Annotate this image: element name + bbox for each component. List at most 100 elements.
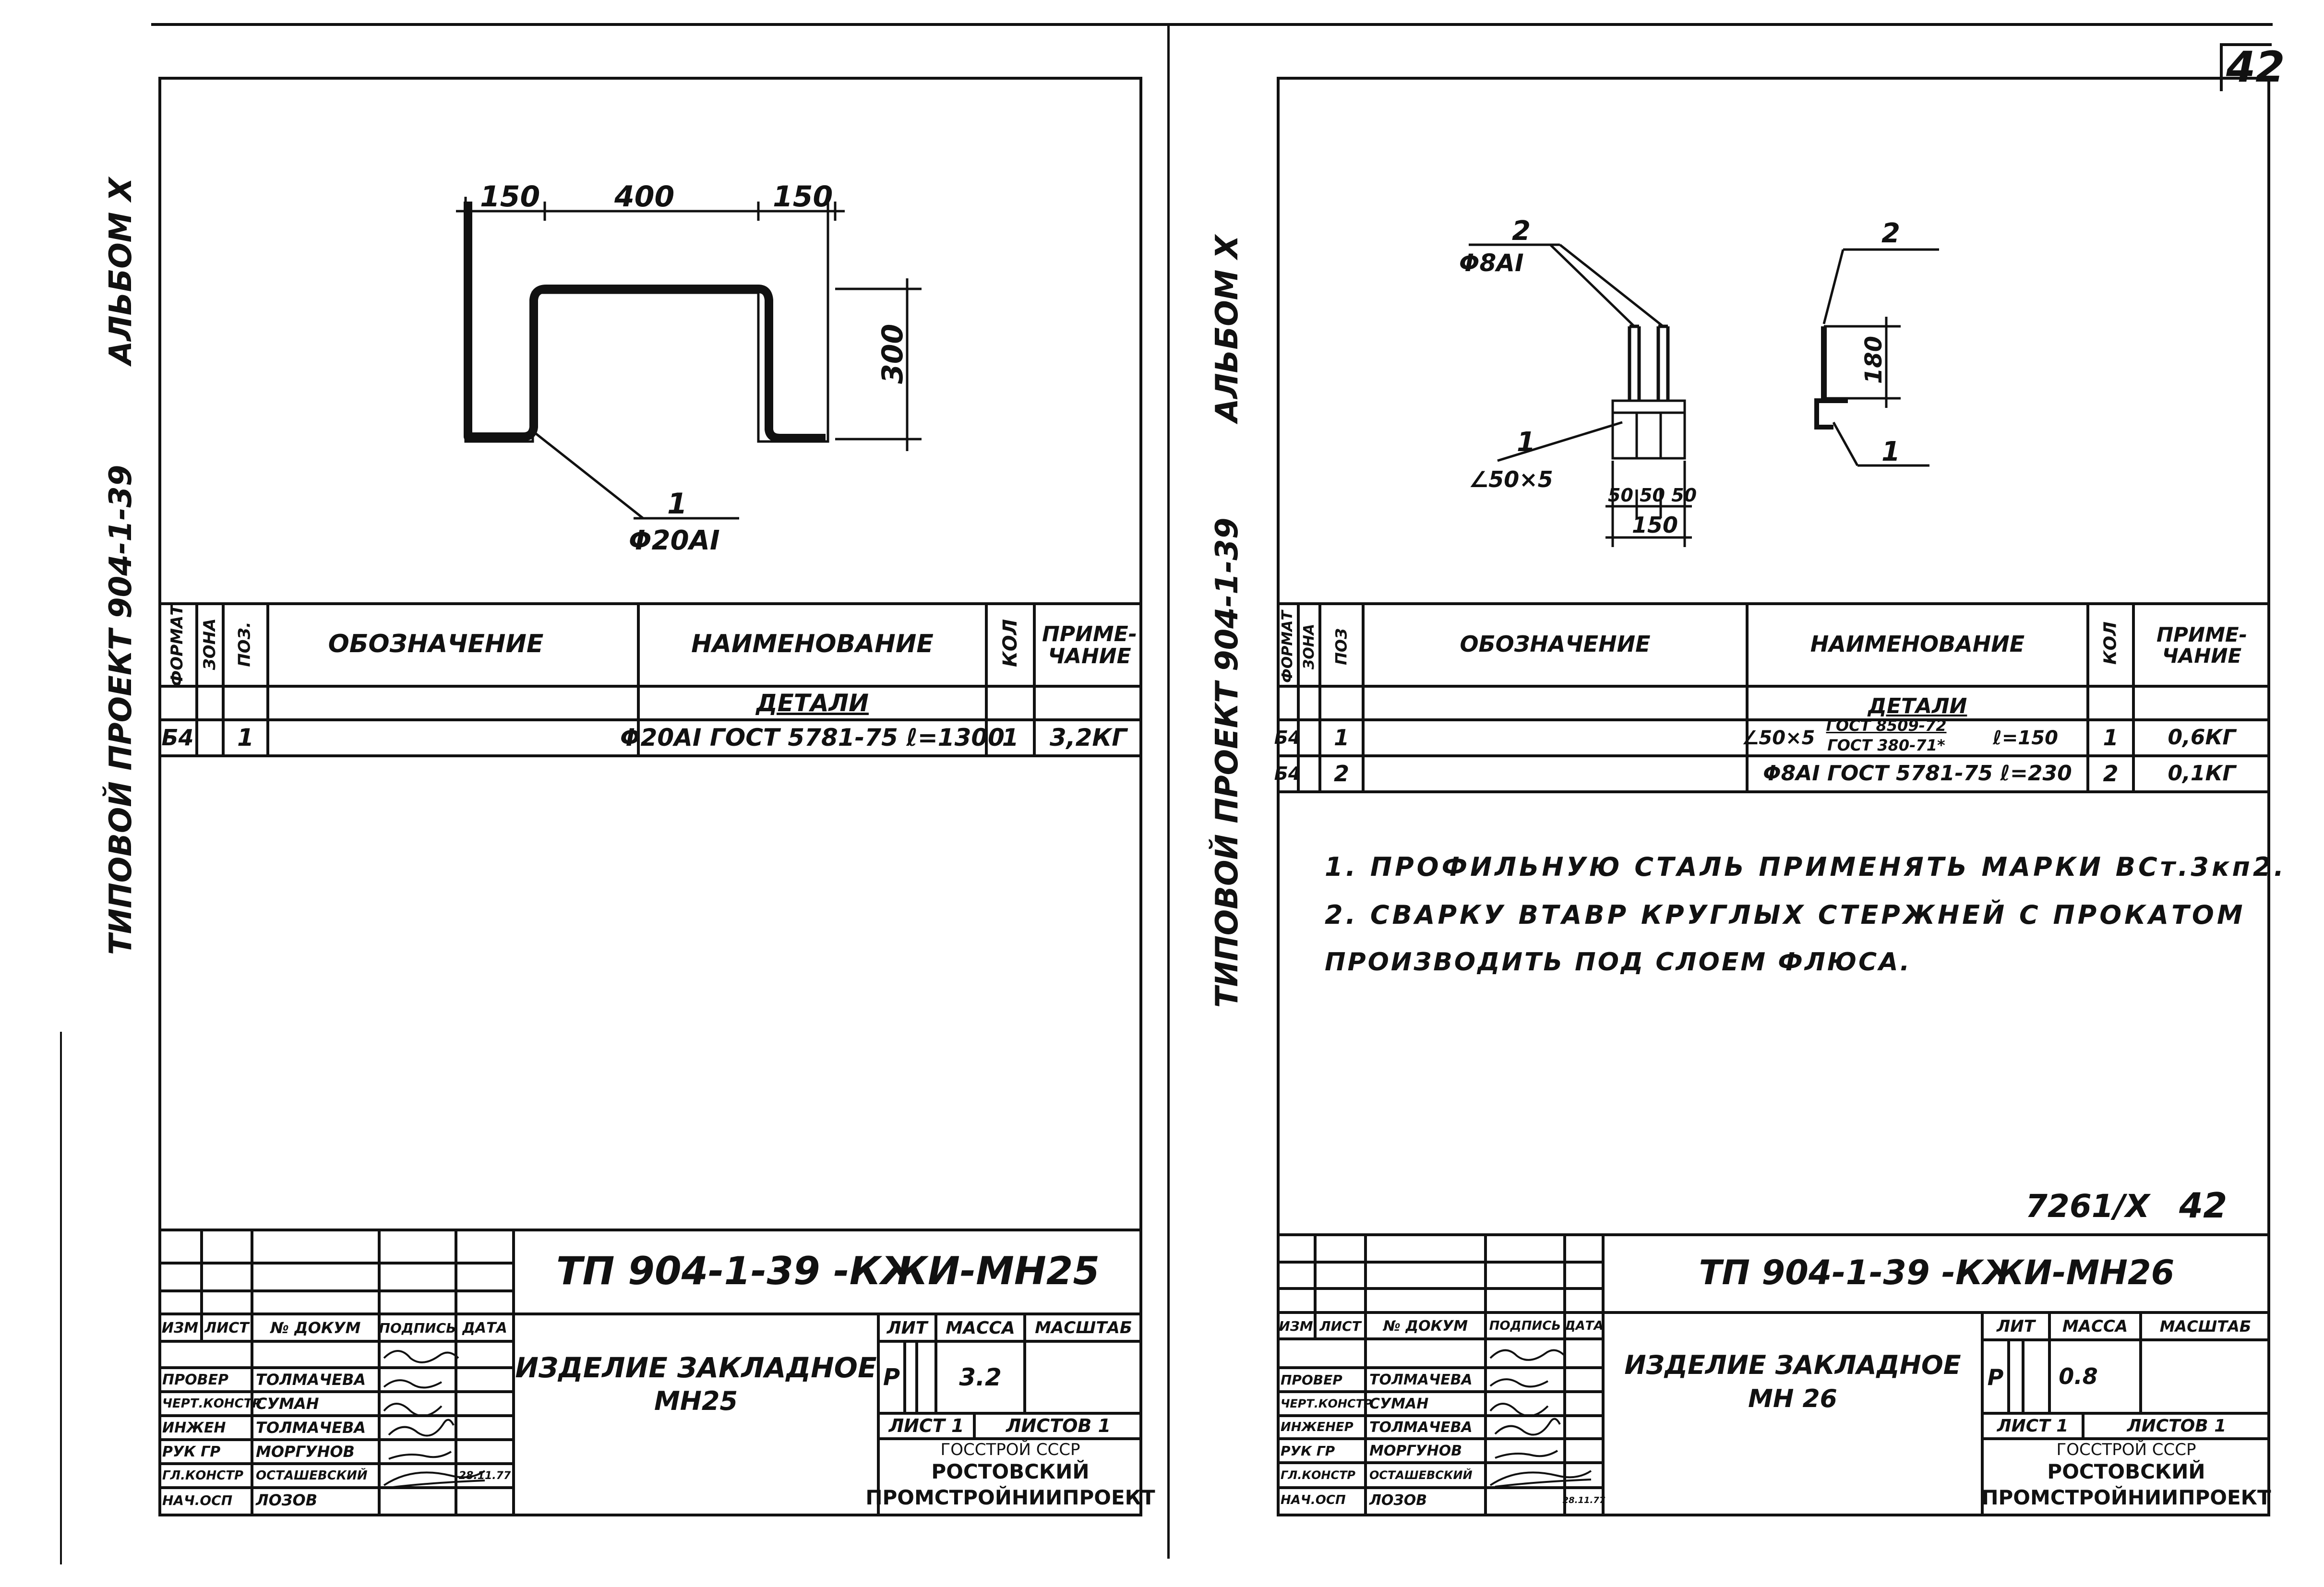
- person-4: ОСТАШЕВСКИЙ: [1369, 1468, 1473, 1482]
- left-margin-rule: [60, 1032, 62, 1564]
- pos2-right: 2: [1881, 218, 1900, 249]
- role-4: ГЛ.КОНСТР: [162, 1468, 244, 1483]
- left-sheet: [158, 77, 1142, 1516]
- role-5: НАЧ.ОСП: [1281, 1493, 1346, 1508]
- hdr-izm: ИЗМ: [1279, 1318, 1313, 1334]
- mass-value: 3.2: [959, 1363, 1002, 1391]
- hdr-name: НАИМЕНОВАНИЕ: [691, 630, 934, 659]
- angle-50x5: ∠50×5: [1469, 466, 1553, 492]
- sheet-number: ЛИСТ 1: [888, 1415, 964, 1436]
- row1-name-prefix: ∠50×5: [1741, 727, 1815, 749]
- section-details: ДЕТАЛИ: [756, 689, 869, 717]
- role-1: ЧЕРТ.КОНСТР: [1281, 1397, 1372, 1411]
- sheets-total: ЛИСТОВ 1: [2127, 1416, 2227, 1436]
- dims-50-50-50: 50 50 50: [1608, 485, 1697, 506]
- row-pos: 1: [237, 724, 254, 752]
- signature-scribbles: [383, 1350, 486, 1489]
- pos2-left: 2: [1512, 215, 1531, 247]
- row-note: 3,2КГ: [1049, 724, 1127, 752]
- mass-value: 0.8: [2059, 1363, 2098, 1390]
- pos1-left: 1: [1517, 427, 1535, 458]
- row1-note: 0,6КГ: [2168, 725, 2236, 750]
- hdr-list: ЛИСТ: [204, 1319, 249, 1336]
- row2-qty: 2: [2103, 761, 2119, 787]
- hdr-qty: КОЛ: [2100, 621, 2120, 665]
- dimension-lines: [456, 202, 922, 520]
- note-2: 2. СВАРКУ ВТАВР КРУГЛЫХ СТЕРЖНЕЙ С ПРОКА…: [1325, 900, 2246, 930]
- hdr-note: ПРИМЕ-ЧАНИЕ: [1042, 621, 1137, 668]
- row2-name: Φ8AI ГОСТ 5781-75 ℓ=230: [1763, 761, 2072, 786]
- hdr-designation: ОБОЗНАЧЕНИЕ: [1460, 631, 1651, 657]
- row1-name-bottom: ГОСТ 380-71*: [1827, 736, 1945, 755]
- sheet-number: ЛИСТ 1: [1997, 1416, 2069, 1436]
- title-line1: ИЗДЕЛИЕ ЗАКЛАДНОЕ: [515, 1351, 877, 1384]
- hdr-pos: ПОЗ.: [235, 621, 254, 667]
- mass-header: МАССА: [946, 1318, 1015, 1338]
- lit-header: ЛИТ: [886, 1318, 928, 1338]
- leader-mark-f20ai: Φ20AI: [629, 525, 720, 556]
- hdr-format: ФОРМАТ: [1279, 610, 1296, 683]
- right-spec-table: ФОРМАТ ЗОНА ПОЗ ОБОЗНАЧЕНИЕ НАИМЕНОВАНИЕ…: [1274, 602, 2270, 828]
- dim-left-150: 150: [480, 182, 540, 214]
- lit-value: Р: [883, 1363, 900, 1391]
- role-4: ГЛ.КОНСТР: [1281, 1468, 1356, 1482]
- role-5: НАЧ.ОСП: [162, 1492, 233, 1509]
- left-title-block: ТП 904-1-39 -КЖИ-МН25 ИЗМ ЛИСТ № ДОКУМ П…: [158, 1229, 1155, 1516]
- right-drawing-mn26: 2 Φ8AI 1 ∠50×5 50 50 50 150 2 180 1: [1459, 215, 1939, 547]
- person-2: ТОЛМАЧЕВА: [1369, 1419, 1473, 1436]
- hdr-zone: ЗОНА: [1300, 623, 1318, 670]
- row1-name-top: ГОСТ 8509-72: [1826, 716, 1947, 735]
- role-0: ПРОВЕР: [1281, 1372, 1342, 1388]
- person-0: ТОЛМАЧЕВА: [256, 1371, 366, 1389]
- mass-header: МАССА: [2062, 1316, 2128, 1336]
- role-1: ЧЕРТ.КОНСТР: [162, 1396, 262, 1411]
- left-spec-table: ФОРМАТ ЗОНА ПОЗ. ОБОЗНАЧЕНИЕ НАИМЕНОВАНИ…: [158, 602, 1142, 780]
- row-format: Б4: [161, 725, 194, 751]
- album-ref: 7261/X: [2025, 1188, 2150, 1225]
- person-5: ЛОЗОВ: [1369, 1492, 1427, 1509]
- hdr-designation: ОБОЗНАЧЕНИЕ: [328, 630, 544, 659]
- leader-pos-1: 1: [667, 487, 687, 521]
- mark-f8ai: Φ8AI: [1459, 249, 1524, 277]
- dim-150: 150: [1632, 512, 1678, 538]
- dim-height-300: 300: [876, 324, 910, 384]
- org-line1: ГОССТРОЙ СССР: [2056, 1440, 2196, 1460]
- person-3: МОРГУНОВ: [1369, 1443, 1462, 1460]
- right-title-block: ТП 904-1-39 -КЖИ-МН26 ИЗМ ЛИСТ № ДОКУМ П…: [1277, 1233, 2271, 1516]
- row2-pos: 2: [1333, 761, 1349, 787]
- person-1: СУМАН: [1369, 1396, 1429, 1413]
- role-3: РУК ГР: [1281, 1443, 1335, 1459]
- lit-value: Р: [1987, 1364, 2004, 1390]
- angle-with-bars-side: [1814, 248, 1939, 467]
- hdr-pos: ПОЗ: [1332, 628, 1351, 665]
- stamp-code: ТП 904-1-39 -КЖИ-МН25: [556, 1249, 1100, 1293]
- date-value: 28.11.77: [458, 1470, 511, 1482]
- org-line3: ПРОМСТРОЙНИИПРОЕКТ: [865, 1485, 1155, 1509]
- dim-right-150: 150: [773, 182, 833, 214]
- hdr-qty: КОЛ: [999, 619, 1021, 667]
- dim-180: 180: [1860, 336, 1887, 384]
- row1-name-suffix: ℓ=150: [1993, 727, 2058, 749]
- role-2: ИНЖЕН: [162, 1420, 226, 1437]
- role-2: ИНЖЕНЕР: [1281, 1420, 1354, 1435]
- left-side-label-2: АЛЬБОМ X: [103, 178, 139, 365]
- row-qty: 1: [1002, 724, 1019, 752]
- date-value: 28.11.77: [1562, 1495, 1605, 1505]
- hdr-sign: ПОДПИСЬ: [379, 1320, 456, 1336]
- note-1: 1. ПРОФИЛЬНУЮ СТАЛЬ ПРИМЕНЯТЬ МАРКИ ВСт.…: [1325, 852, 2287, 882]
- hdr-name: НАИМЕНОВАНИЕ: [1810, 631, 2025, 657]
- row2-format: Б4: [1274, 763, 1301, 784]
- dim-middle-400: 400: [614, 182, 674, 214]
- pos1-right: 1: [1881, 436, 1900, 467]
- right-side-label-1: ТИПОВОЙ ПРОЕКТ 904-1-39: [1210, 517, 1245, 1008]
- role-0: ПРОВЕР: [162, 1372, 228, 1389]
- title-line2: МН 26: [1748, 1384, 1837, 1413]
- top-rule: [151, 23, 2273, 26]
- page-number: 42: [2226, 42, 2285, 92]
- person-5: ЛОЗОВ: [256, 1491, 318, 1510]
- center-divider: [1167, 23, 1170, 1559]
- signature-scribbles: [1489, 1349, 1592, 1488]
- stamp-code: ТП 904-1-39 -КЖИ-МН26: [1699, 1253, 2175, 1292]
- hdr-doc: № ДОКУМ: [1383, 1317, 1468, 1335]
- row-name: Φ20AI ГОСТ 5781-75 ℓ=1300: [620, 724, 1005, 752]
